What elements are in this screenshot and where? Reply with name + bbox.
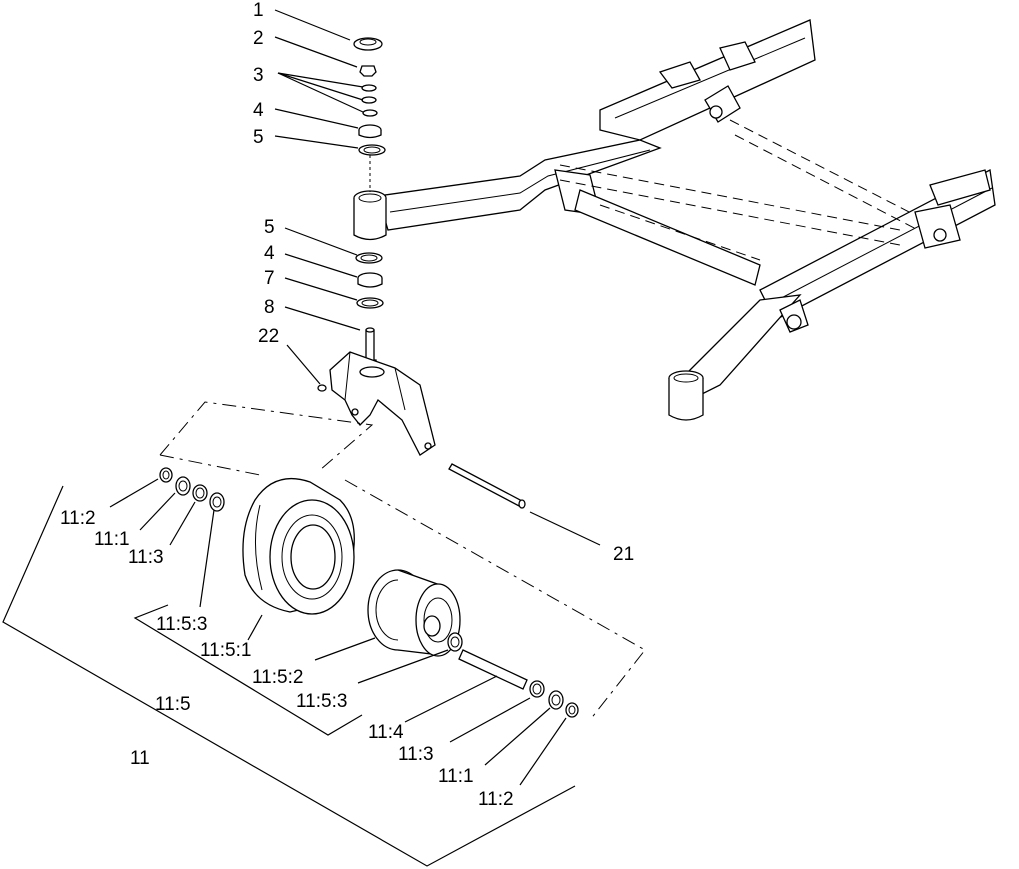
seal-part-7 [356,297,384,309]
label-part-11-2-left: 11:2 [60,508,96,529]
race-part-5-top [358,144,386,156]
washers-part-3 [361,84,378,117]
seal-11-1-right [548,690,564,710]
label-part-21: 21 [613,544,634,565]
bearing-cup-11-5-3-right [447,632,463,652]
caster-frame [377,19,996,421]
race-part-5-bottom [355,252,383,264]
dust-cap-part-1 [353,37,383,51]
rim-11-5-2 [367,569,461,657]
label-part-7: 7 [264,268,275,289]
seal-11-1-left [175,476,191,496]
label-part-1: 1 [253,0,264,21]
label-part-11-1-right: 11:1 [438,766,474,787]
label-part-5-bottom: 5 [264,217,275,238]
label-part-3: 3 [253,65,264,86]
label-part-11-3-left: 11:3 [128,547,164,568]
label-part-11-5-2: 11:5:2 [252,667,303,688]
label-part-11-5-3-left: 11:5:3 [156,614,207,635]
bearing-11-3-right [529,680,545,698]
bracket-11-5 [133,604,363,736]
bearing-11-3-left [192,484,208,502]
label-part-22: 22 [258,326,279,347]
label-part-11-2-right: 11:2 [478,789,514,810]
label-part-11-5: 11:5 [155,694,191,715]
bearing-cup-11-5-3-left [209,492,225,512]
label-part-11-5-3-right: 11:5:3 [296,691,347,712]
bracket-11 [2,485,576,867]
label-part-4-top: 4 [253,100,264,121]
spacer-tube-11-4 [458,649,528,690]
label-part-5-top: 5 [253,127,264,148]
grease-fitting-part-22 [317,384,327,392]
caster-pivot-tube [353,190,387,241]
label-part-11-5-1: 11:5:1 [200,640,251,661]
bearing-spacer-11-2-left [159,467,173,483]
caster-fork [329,351,436,456]
axle-bolt-part-21 [448,463,526,509]
bearing-part-4-bottom [357,272,383,288]
label-part-4-bottom: 4 [264,243,275,264]
bearing-part-4-top [358,124,382,139]
label-part-11-1-left: 11:1 [94,529,130,550]
label-part-8: 8 [264,297,275,318]
leader-lines [109,9,601,786]
label-part-2: 2 [253,28,264,49]
tire-11-5-1 [242,478,355,615]
nut-part-2 [359,65,377,77]
label-part-11-4: 11:4 [368,722,404,743]
label-part-11-3-right: 11:3 [398,744,434,765]
bearing-spacer-11-2-right [565,702,579,718]
label-part-11: 11 [130,748,150,769]
